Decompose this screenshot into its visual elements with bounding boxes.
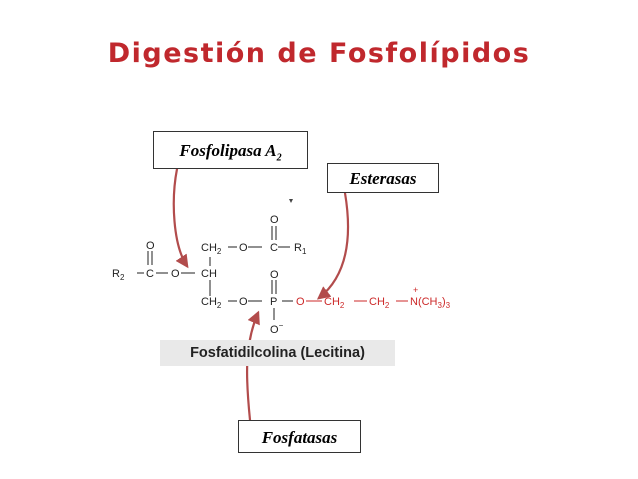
black-atoms: O R2 C O CH CH2 O O C R1 CH2 O O P O− [112,214,307,336]
atom-p: P [270,296,277,308]
esterases-label: Esterasas [327,163,439,193]
atom-ch: CH [201,268,217,280]
atom-o-top-left: O [146,240,155,252]
atom-plus: + [413,285,418,295]
atom-ch2-choline-2: CH2 [369,296,390,310]
atom-r2: R2 [112,268,125,282]
atom-o-top: O [239,242,248,254]
phospholipase-arrow [172,167,189,269]
atom-r1: R1 [294,242,307,256]
atom-o-phosphoryl: O [270,269,279,281]
black-bonds [137,226,293,320]
phospholipase-a2-label: Fosfolipasa A2 [153,131,308,169]
molecule-caption: Fosfatidilcolina (Lecitina) [160,340,395,366]
atom-c-top: C [270,242,278,254]
atom-o-carbonyl: O [270,214,279,226]
atom-o-bottom: O [239,296,248,308]
atom-ch2-top: CH2 [201,242,222,256]
esterase-arrow [316,191,350,300]
atom-o-left: O [171,268,180,280]
page-title: Digestión de Fosfolípidos [107,38,531,69]
atom-c-left: C [146,268,154,280]
enzyme-arrows [172,167,350,422]
atom-n-trimethyl: N(CH3)3 [410,296,451,310]
atom-ch2-bottom: CH2 [201,296,222,310]
atom-o-minus: O− [270,321,284,336]
tick-mark [289,199,293,203]
phosphatase-arrow [245,310,260,422]
atom-ch2-choline-1: CH2 [324,296,345,310]
atom-o-choline: O [296,296,305,308]
phosphatases-label: Fosfatasas [238,420,361,453]
